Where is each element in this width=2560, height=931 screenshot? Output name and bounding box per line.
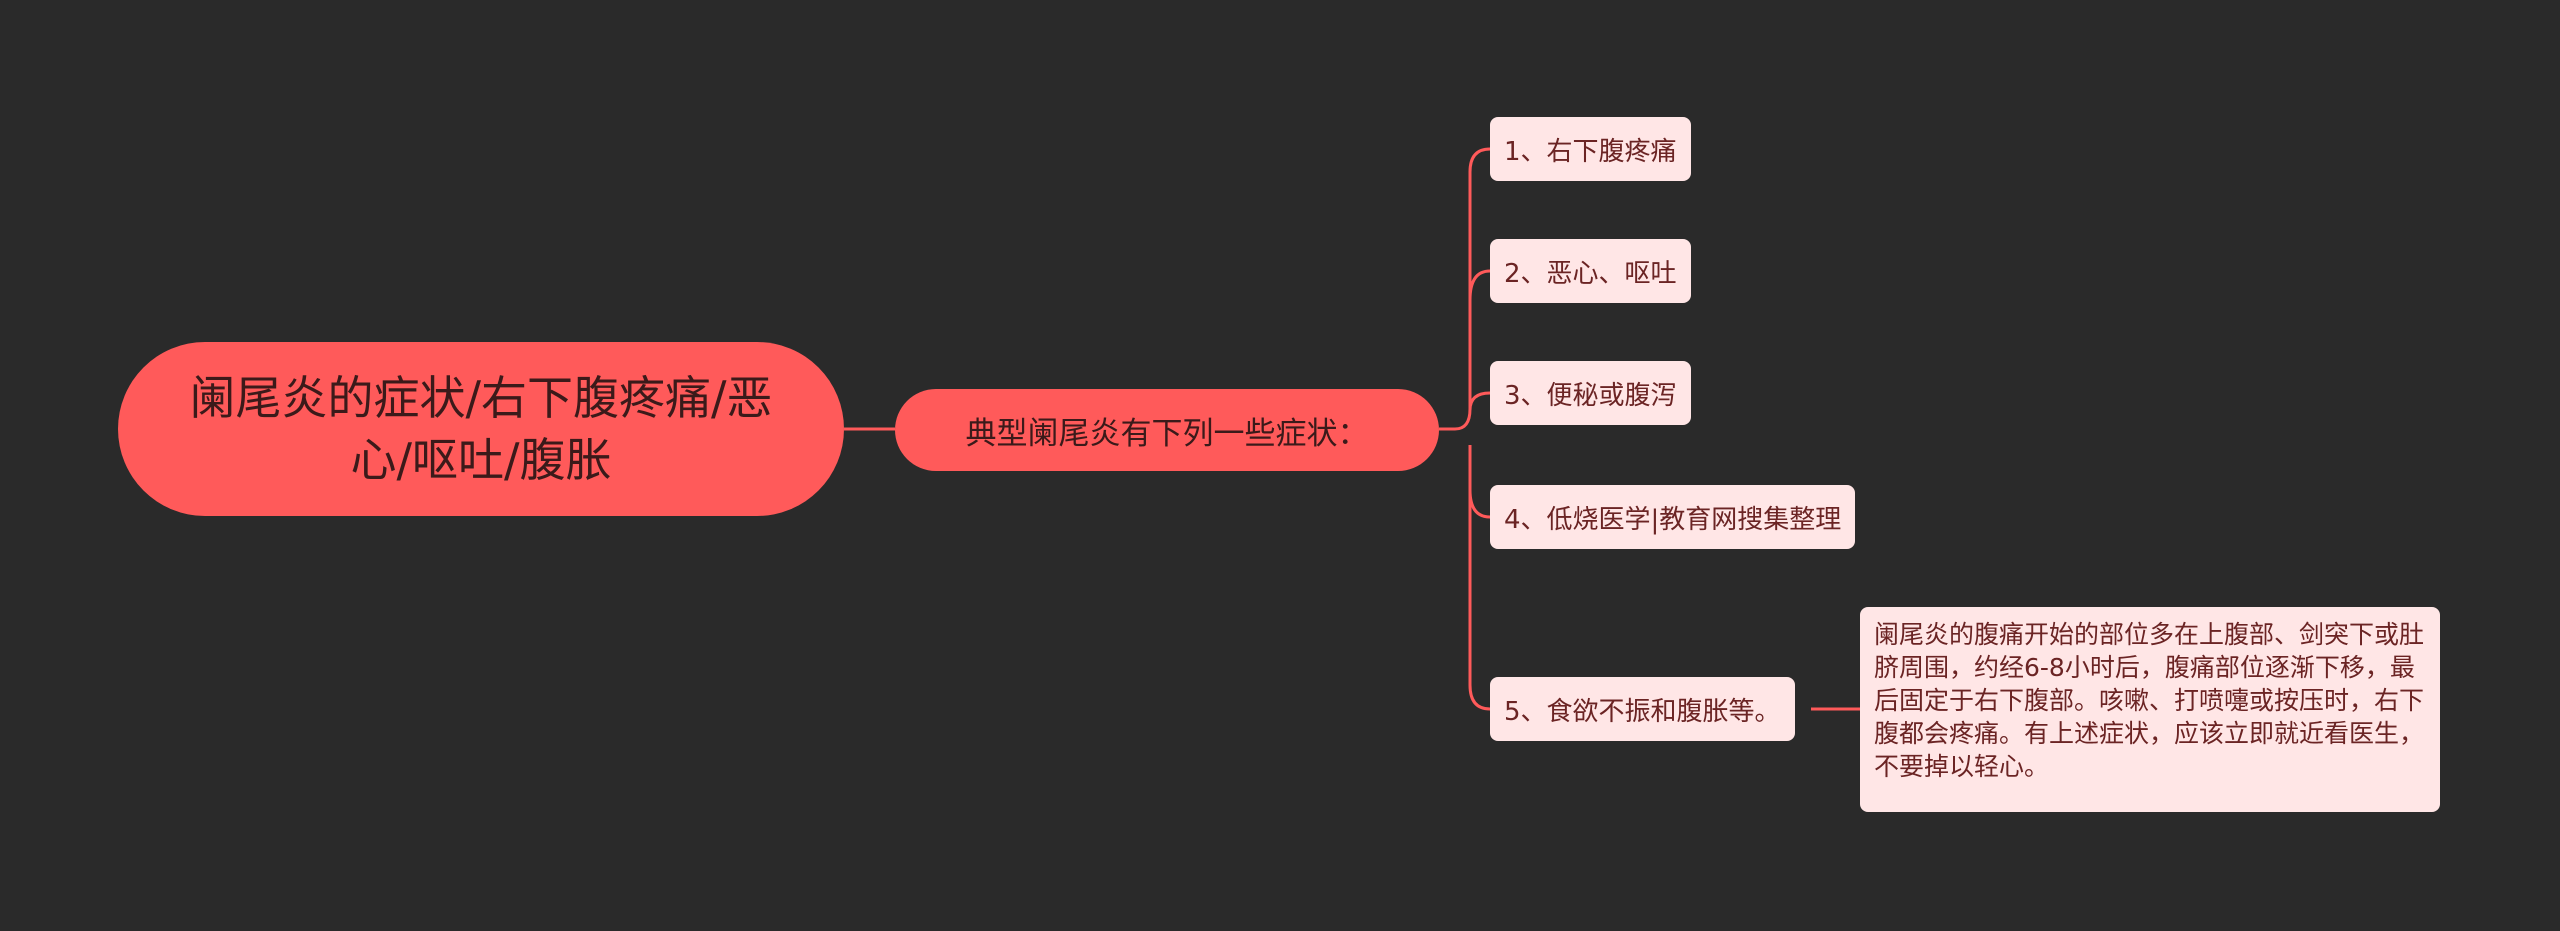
detail-topic-text: 阑尾炎的腹痛开始的部位多在上腹部、剑突下或肚脐周围，约经6-8小时后，腹痛部位逐… [1874, 620, 2425, 781]
leaf-topic-text: 5、食欲不振和腹胀等。 [1504, 696, 1781, 727]
leaf-topic-text: 4、低烧医学|教育网搜集整理 [1504, 504, 1842, 535]
leaf-topic-text: 3、便秘或腹泻 [1504, 380, 1677, 411]
branch-topic[interactable]: 典型阑尾炎有下列一些症状： [895, 389, 1439, 471]
link-branch-leaf-4 [1468, 445, 1491, 519]
branch-topic-text: 典型阑尾炎有下列一些症状： [965, 415, 1369, 452]
leaf-topic-text: 1、右下腹疼痛 [1504, 136, 1677, 167]
leaf-topic-4[interactable]: 4、低烧医学|教育网搜集整理 [1490, 485, 1856, 549]
link-branch-leaf-2 [1468, 269, 1491, 301]
leaf-topic-5[interactable]: 5、食欲不振和腹胀等。 [1490, 677, 1795, 741]
detail-topic[interactable]: 阑尾炎的腹痛开始的部位多在上腹部、剑突下或肚脐周围，约经6-8小时后，腹痛部位逐… [1860, 607, 2440, 812]
root-topic-text: 阑尾炎的症状/右下腹疼痛/恶心/呕吐/腹胀 [189, 371, 773, 487]
link-branch-leaf-5 [1468, 490, 1491, 711]
leaf-topic-1[interactable]: 1、右下腹疼痛 [1490, 117, 1691, 181]
leaf-topic-text: 2、恶心、呕吐 [1504, 258, 1677, 289]
leaf-topic-2[interactable]: 2、恶心、呕吐 [1490, 239, 1691, 303]
root-topic[interactable]: 阑尾炎的症状/右下腹疼痛/恶心/呕吐/腹胀 [118, 342, 844, 516]
link-branch-leaf-3 [1468, 391, 1491, 411]
leaf-topic-3[interactable]: 3、便秘或腹泻 [1490, 361, 1691, 425]
link-branch-leaf-1 [1439, 147, 1491, 431]
